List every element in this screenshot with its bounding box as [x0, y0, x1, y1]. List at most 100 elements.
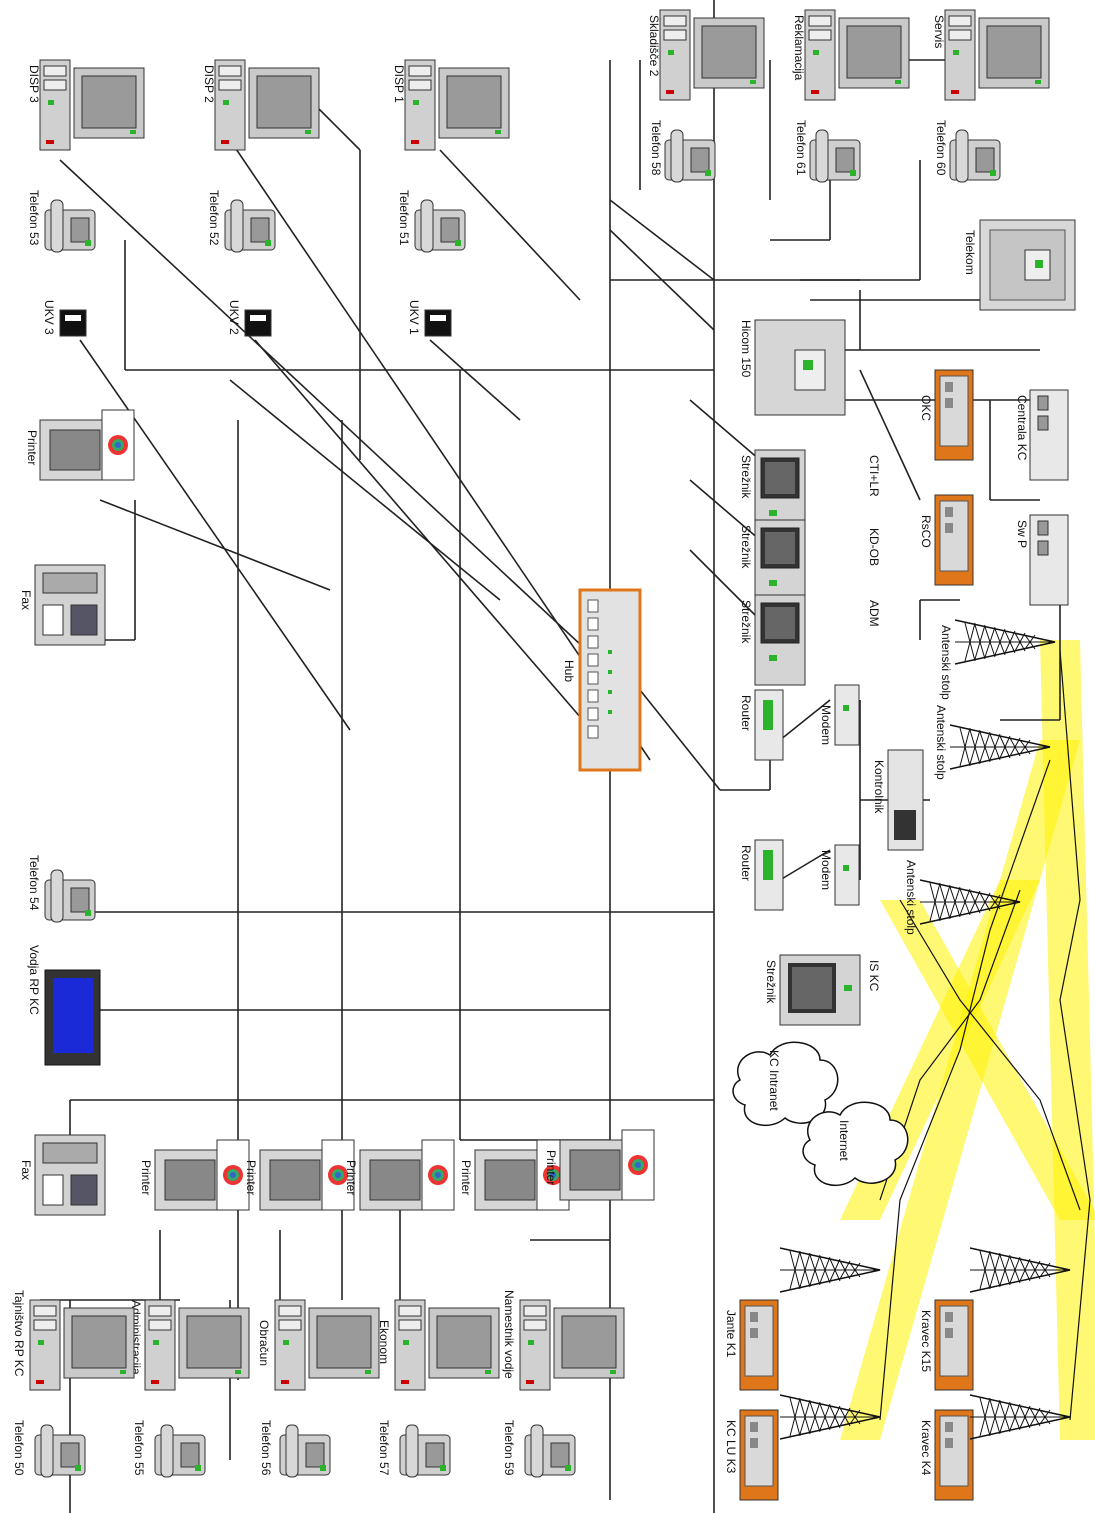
label-kravec4: Kravec K4	[919, 1420, 933, 1476]
label-server-3: Strežnik	[739, 600, 753, 644]
label-tel56: Telefon 56	[259, 1420, 273, 1476]
phone-57[interactable]	[400, 1425, 450, 1477]
phone-53[interactable]	[45, 200, 95, 252]
label-tel52: Telefon 52	[207, 190, 221, 246]
label-printer-6: Printer	[544, 1150, 558, 1185]
ukv-3[interactable]	[60, 310, 86, 336]
switch-p[interactable]	[1030, 515, 1068, 605]
phone-58[interactable]	[665, 130, 715, 182]
server-adm[interactable]	[755, 595, 805, 685]
antenna-tower-1	[955, 620, 1055, 664]
label-antenski-1: Antenski stolp	[939, 625, 953, 700]
label-telekom: Telekom	[963, 230, 977, 275]
phone-55[interactable]	[155, 1425, 205, 1477]
workstation-reklamacija[interactable]	[805, 10, 909, 100]
label-kcluk3: KC LU K3	[724, 1420, 738, 1474]
label-tel57: Telefon 57	[377, 1420, 391, 1476]
phone-50[interactable]	[35, 1425, 85, 1477]
label-hub: Hub	[562, 660, 576, 682]
label-streznik-iskc: Strežnik	[764, 960, 778, 1004]
phone-54[interactable]	[45, 870, 95, 922]
fax-main[interactable]	[35, 565, 105, 645]
label-router-1: Router	[739, 695, 753, 731]
workstation-disp2[interactable]	[215, 60, 319, 150]
label-oko: OKC	[919, 395, 933, 421]
workstation-skladisce2[interactable]	[660, 10, 764, 100]
label-tel60: Telefon 60	[934, 120, 948, 176]
router-1[interactable]	[755, 690, 783, 760]
rsco-device[interactable]	[935, 495, 973, 585]
label-tel61: Telefon 61	[794, 120, 808, 176]
printer-2[interactable]	[155, 1140, 249, 1210]
label-tel50: Telefon 50	[12, 1420, 26, 1476]
label-tajnistvo: Tajništvo RP KC	[12, 1290, 26, 1377]
label-iskc: IS KC	[867, 960, 881, 992]
tower-kravec15	[970, 1248, 1070, 1292]
label-internet: Internet	[837, 1120, 851, 1161]
workstation-obracun[interactable]	[275, 1300, 379, 1390]
workstation-disp3[interactable]	[40, 60, 144, 150]
hub[interactable]	[580, 590, 640, 770]
site-kravec-k15[interactable]	[935, 1300, 973, 1390]
workstation-namestnik[interactable]	[520, 1300, 624, 1390]
label-servis: Servis	[932, 15, 946, 48]
label-antenski-3: Antenski stolp	[904, 860, 918, 935]
printer-6[interactable]	[560, 1130, 654, 1200]
phone-60[interactable]	[950, 130, 1000, 182]
label-fax-main: Fax	[19, 590, 33, 610]
okc-device[interactable]	[935, 370, 973, 460]
label-tel58: Telefon 58	[649, 120, 663, 176]
kontrolnik[interactable]	[888, 750, 923, 850]
site-kravec-k4[interactable]	[935, 1410, 973, 1500]
label-printer-4: Printer	[344, 1160, 358, 1195]
workstation-ekonom[interactable]	[395, 1300, 499, 1390]
label-cti: CTI+LR	[867, 455, 881, 497]
label-tel54: Telefon 54	[27, 855, 41, 911]
server-is-kc[interactable]	[780, 955, 860, 1025]
label-namestnik: Namestnik vodje	[502, 1290, 516, 1379]
site-jante-k1[interactable]	[740, 1300, 778, 1390]
telekom-cabinet[interactable]	[980, 220, 1075, 310]
label-hicom: Hicom 150	[739, 320, 753, 378]
router-2[interactable]	[755, 840, 783, 910]
hicom-150-pbx[interactable]	[755, 320, 845, 415]
label-disp2: DISP 2	[202, 65, 216, 103]
workstation-servis[interactable]	[945, 10, 1049, 100]
label-adm: ADM	[867, 600, 881, 627]
label-server-2: Strežnik	[739, 525, 753, 569]
workstation-disp1[interactable]	[405, 60, 509, 150]
label-kontrolnik: Kontrolnik	[872, 760, 886, 814]
label-printer-5: Printer	[459, 1160, 473, 1195]
label-server-1: Strežnik	[739, 455, 753, 499]
printer-3[interactable]	[260, 1140, 354, 1210]
modem-2[interactable]	[835, 845, 859, 905]
workstation-administracija[interactable]	[145, 1300, 249, 1390]
label-kravec15: Kravec K15	[919, 1310, 933, 1372]
tower-jante	[780, 1248, 880, 1292]
label-printer-3: Printer	[244, 1160, 258, 1195]
phone-52[interactable]	[225, 200, 275, 252]
label-ukv1: UKV 1	[407, 300, 421, 335]
label-skladisce2: Skladišče 2	[647, 15, 661, 77]
phone-56[interactable]	[280, 1425, 330, 1477]
label-ukv3: UKV 3	[42, 300, 56, 335]
label-router-2: Router	[739, 845, 753, 881]
ukv-2[interactable]	[245, 310, 271, 336]
workstation-tajnistvo[interactable]	[30, 1300, 134, 1390]
label-jante: Jante K1	[724, 1310, 738, 1358]
printer-4[interactable]	[360, 1140, 454, 1210]
label-disp1: DISP 1	[392, 65, 406, 103]
label-fax-2: Fax	[19, 1160, 33, 1180]
ukv-1[interactable]	[425, 310, 451, 336]
phone-51[interactable]	[415, 200, 465, 252]
modem-1[interactable]	[835, 685, 859, 745]
phone-61[interactable]	[810, 130, 860, 182]
site-kc-lu-k3[interactable]	[740, 1410, 778, 1500]
label-printer-main: Printer	[25, 430, 39, 465]
fax-2[interactable]	[35, 1135, 105, 1215]
centrala-kc[interactable]	[1030, 390, 1068, 480]
label-tel53: Telefon 53	[27, 190, 41, 246]
printer-main[interactable]	[40, 410, 134, 480]
laptop-vodja-rp-kc[interactable]	[45, 970, 100, 1065]
phone-59[interactable]	[525, 1425, 575, 1477]
